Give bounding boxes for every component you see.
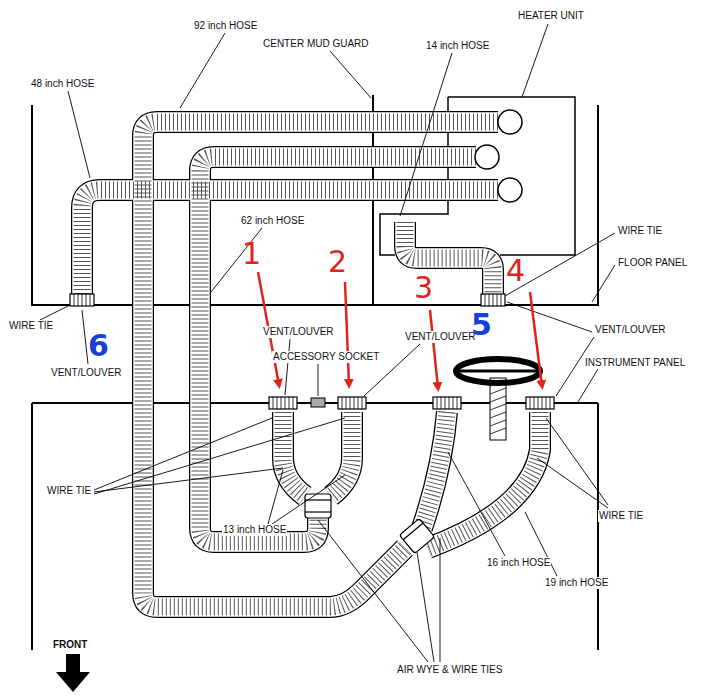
callout-number: 4 (506, 255, 525, 287)
part-label: WIRE TIE (8, 320, 54, 332)
part-label: VENT/LOUVER (594, 324, 667, 336)
accessory-socket (311, 398, 325, 407)
callout-number: 2 (328, 246, 347, 278)
part-label: VENT/LOUVER (404, 331, 477, 343)
vent-louver (70, 294, 554, 409)
part-label: 13 inch HOSE (222, 524, 287, 536)
front-arrow (56, 654, 90, 692)
part-label: 19 inch HOSE (544, 577, 609, 589)
vent-ribs (74, 294, 550, 409)
callout-number: 1 (242, 238, 261, 270)
part-label: VENT/LOUVER (50, 367, 123, 379)
part-label: VENT/LOUVER (262, 326, 335, 338)
part-label: INSTRUMENT PANEL (584, 357, 686, 369)
part-label: AIR WYE & WIRE TIES (396, 664, 503, 676)
part-label: ACCESSORY SOCKET (272, 351, 380, 363)
part-label: 92 inch HOSE (193, 20, 258, 32)
leader-line (40, 24, 615, 662)
part-label: 48 inch HOSE (30, 78, 95, 90)
direction-label: FRONT (52, 639, 88, 651)
air-wye (305, 494, 435, 554)
steering-wheel (456, 359, 540, 440)
part-label: WIRE TIE (598, 510, 644, 522)
part-label: HEATER UNIT (517, 10, 585, 22)
callout-arrow (258, 272, 542, 388)
part-label: 14 inch HOSE (425, 40, 490, 52)
part-label: 16 inch HOSE (486, 557, 551, 569)
part-label: WIRE TIE (46, 485, 92, 497)
heater-outlet (475, 110, 522, 202)
callout-number: 6 (88, 330, 109, 362)
part-label: CENTER MUD GUARD (262, 38, 370, 50)
part-label: 62 inch HOSE (240, 215, 305, 227)
callout-number: 5 (471, 309, 492, 341)
body-panels (32, 95, 598, 650)
part-label: FLOOR PANEL (617, 257, 688, 269)
part-label: WIRE TIE (617, 225, 663, 237)
callout-number: 3 (414, 272, 433, 304)
